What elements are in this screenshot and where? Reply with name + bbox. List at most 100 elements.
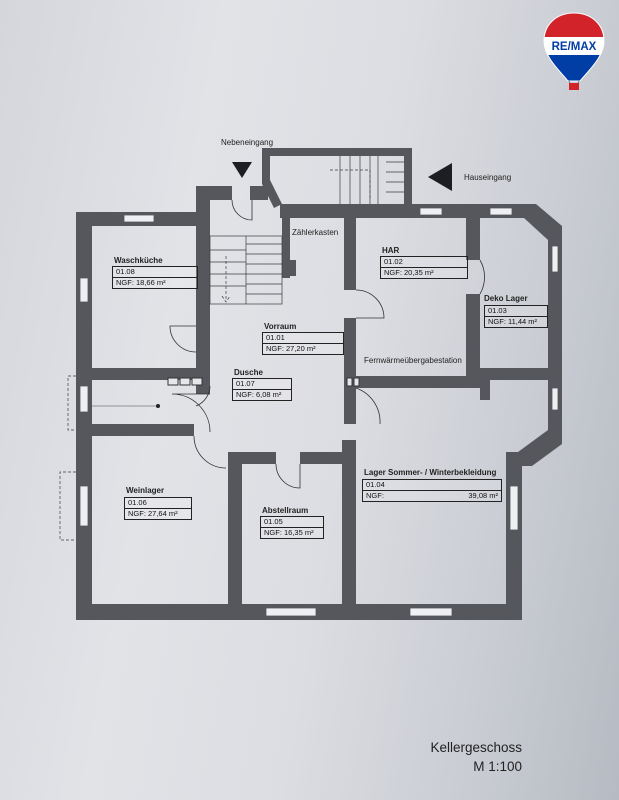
label-meter: Zählerkasten (292, 228, 339, 237)
windows (79, 207, 559, 617)
room-area: NGF: 20,35 m² (381, 267, 467, 278)
window-waschkueche-top (123, 214, 155, 223)
room-name-waschkueche: Waschküche (114, 256, 163, 265)
room-number: 01.07 (236, 379, 255, 388)
room-name-abstell: Abstellraum (262, 506, 309, 515)
plan-scale: M 1:100 (473, 759, 522, 774)
balloon-basket (569, 83, 579, 90)
window-waschkueche (79, 277, 89, 303)
plan-title: Kellergeschoss (430, 740, 522, 755)
door-weinlager (193, 435, 227, 469)
remax-balloon-logo: RE/MAX (543, 12, 605, 90)
room-box-waschkueche: 01.08 NGF: 18,66 m² (112, 266, 198, 289)
room-area-label: NGF: (366, 491, 384, 500)
room-area: NGF: 27,20 m² (263, 343, 343, 354)
room-number: 01.04 (366, 480, 385, 489)
room-box-har: 01.02 NGF: 20,35 m² (380, 256, 468, 279)
drain-dot (156, 404, 160, 408)
light-shaft-lower (59, 471, 76, 541)
wall-har-bottom (344, 376, 480, 388)
door-waschkueche (169, 325, 197, 353)
wall-deko-left (466, 294, 480, 380)
interior-stair (209, 235, 283, 305)
door-deko (479, 259, 485, 295)
room-number: 01.03 (488, 306, 507, 315)
room-box-deko: 01.03 NGF: 11,44 m² (484, 305, 548, 328)
wall-har-left-top (344, 218, 356, 290)
door-lager (355, 387, 381, 425)
room-name-har: HAR (382, 246, 400, 255)
fixture-5 (353, 377, 360, 387)
window-deko-top (489, 207, 513, 216)
entrance-stair (330, 156, 404, 204)
wall-abstell-right (342, 440, 356, 620)
wall-right-corner-top (524, 204, 562, 240)
room-name-lager: Lager Sommer- / Winterbekleidung (364, 468, 497, 477)
room-name-dusche: Dusche (234, 368, 263, 377)
window-lager (409, 607, 453, 617)
wall-waschkueche-right (196, 316, 210, 376)
window-weinlager (79, 485, 89, 527)
room-box-weinlager: 01.06 NGF: 27,64 m² (124, 497, 192, 520)
wall-entry-top (262, 148, 412, 156)
window-har-top (419, 207, 443, 216)
room-area: NGF: 6,08 m² (233, 389, 291, 400)
window-lager-upper (551, 387, 559, 411)
fixture-3 (191, 377, 203, 386)
room-number: 01.05 (264, 517, 283, 526)
room-number: 01.02 (384, 257, 403, 266)
wall-deko-top (466, 218, 480, 260)
room-area: NGF: 11,44 m² (485, 316, 547, 327)
door-har (355, 289, 385, 319)
side-entrance-arrow-icon (232, 162, 252, 178)
wall-stub-right (480, 380, 490, 400)
room-box-abstell: 01.05 NGF: 16,35 m² (260, 516, 324, 539)
wall-stair-right (282, 208, 290, 278)
room-number: 01.06 (128, 498, 147, 507)
wall-inner-piece (180, 424, 194, 436)
logo-text: RE/MAX (552, 41, 597, 53)
door-abstell (275, 463, 301, 489)
wall-entry-right (404, 148, 412, 208)
room-area: NGF: 16,35 m² (261, 527, 323, 538)
doors (169, 199, 485, 489)
door-dusche-small (195, 385, 211, 407)
wall-weinlager-top (76, 424, 186, 436)
wall-top-right (280, 204, 532, 218)
wall-right-upper (548, 226, 562, 440)
main-entrance-arrow-icon (428, 163, 452, 191)
room-number: 01.08 (116, 267, 135, 276)
label-heating: Fernwärmeübergabestation (364, 356, 462, 365)
fixture-4 (346, 377, 353, 387)
wall-stair-left (196, 186, 210, 316)
wall-abstell-top-right (300, 452, 350, 464)
wall-waschkueche-bottom (76, 368, 210, 380)
room-box-vorraum: 01.01 NGF: 27,20 m² (262, 332, 344, 355)
wall-right-lower (506, 452, 522, 620)
wall-side-entry-top-right (250, 186, 268, 200)
window-lager-right (509, 485, 519, 531)
label-side-entrance: Nebeneingang (221, 138, 274, 147)
label-main-entrance: Hauseingang (464, 173, 512, 182)
title-block: Kellergeschoss M 1:100 (408, 738, 522, 776)
window-abstell (265, 607, 317, 617)
wall-har-left (344, 318, 356, 424)
wall-side-entry-top (196, 186, 232, 200)
window-dusche (79, 385, 89, 413)
wall-meter-stub (286, 260, 296, 276)
door-dusche (171, 393, 211, 433)
room-name-deko: Deko Lager (484, 294, 528, 303)
fixture-2 (179, 377, 191, 386)
wall-abstell-top-left (228, 452, 276, 464)
room-box-lager: 01.04 NGF: 39,08 m² (362, 479, 502, 502)
wall-right-corner-bottom (518, 430, 562, 466)
room-number: 01.01 (266, 333, 285, 342)
room-area-value: 39,08 m² (468, 491, 498, 500)
wall-weinlager-right (228, 456, 242, 620)
room-name-weinlager: Weinlager (126, 486, 165, 495)
window-deko-right (551, 245, 559, 273)
light-shaft-upper (67, 375, 76, 431)
door-side-entry (231, 199, 253, 221)
